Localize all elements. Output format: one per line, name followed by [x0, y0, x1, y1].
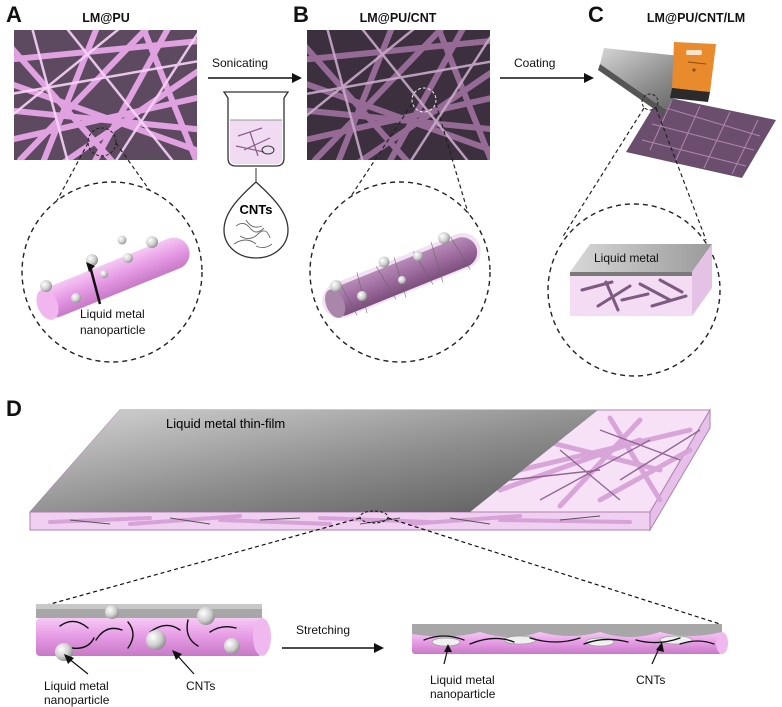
panel-b-zoom [309, 181, 491, 363]
panel-c-lm-label: Liquid metal [594, 251, 659, 265]
step-coating: Coating [514, 56, 555, 70]
panel-b-letter: B [293, 2, 309, 27]
panel-d-left-np-2: nanoparticle [44, 693, 110, 707]
panel-a-fiber-mat [14, 30, 197, 160]
panel-b-title: LM@PU/CNT [360, 11, 437, 25]
beaker-icon [222, 91, 290, 167]
panel-a-letter: A [6, 2, 22, 27]
step-sonicating: Sonicating [212, 56, 268, 70]
panel-b-fiber-mat [307, 30, 490, 160]
panel-c-letter: C [588, 2, 604, 27]
panel-a-zoom: Liquid metal nanoparticle [21, 181, 203, 363]
panel-d-stretched: Liquid metal nanoparticle CNTs [412, 624, 728, 701]
cnts-droplet-label: CNTs [240, 202, 273, 217]
panel-d-right-np-1: Liquid metal [430, 673, 495, 687]
panel-d-film-label: Liquid metal thin-film [166, 416, 285, 431]
panel-d-right-np-2: nanoparticle [430, 687, 496, 701]
panel-c-title: LM@PU/CNT/LM [647, 11, 745, 25]
step-stretching: Stretching [296, 623, 350, 637]
panel-c-zoom: Liquid metal [547, 203, 721, 377]
panel-d-right-cnt: CNTs [636, 673, 665, 687]
panel-d-letter: D [6, 396, 22, 421]
panel-a-np-label-2: nanoparticle [80, 323, 146, 337]
panel-d-unstretched: Liquid metal nanoparticle CNTs [36, 604, 271, 707]
panel-d-left-np-1: Liquid metal [44, 679, 109, 693]
panel-a-title: LM@PU [82, 11, 130, 25]
panel-c-coated-film [598, 42, 776, 178]
panel-d-film-box: Liquid metal thin-film [28, 408, 711, 532]
cnts-droplet-icon: CNTs [223, 168, 289, 259]
panel-d-left-cnt: CNTs [186, 679, 215, 693]
panel-a-np-label-1: Liquid metal [80, 307, 145, 321]
